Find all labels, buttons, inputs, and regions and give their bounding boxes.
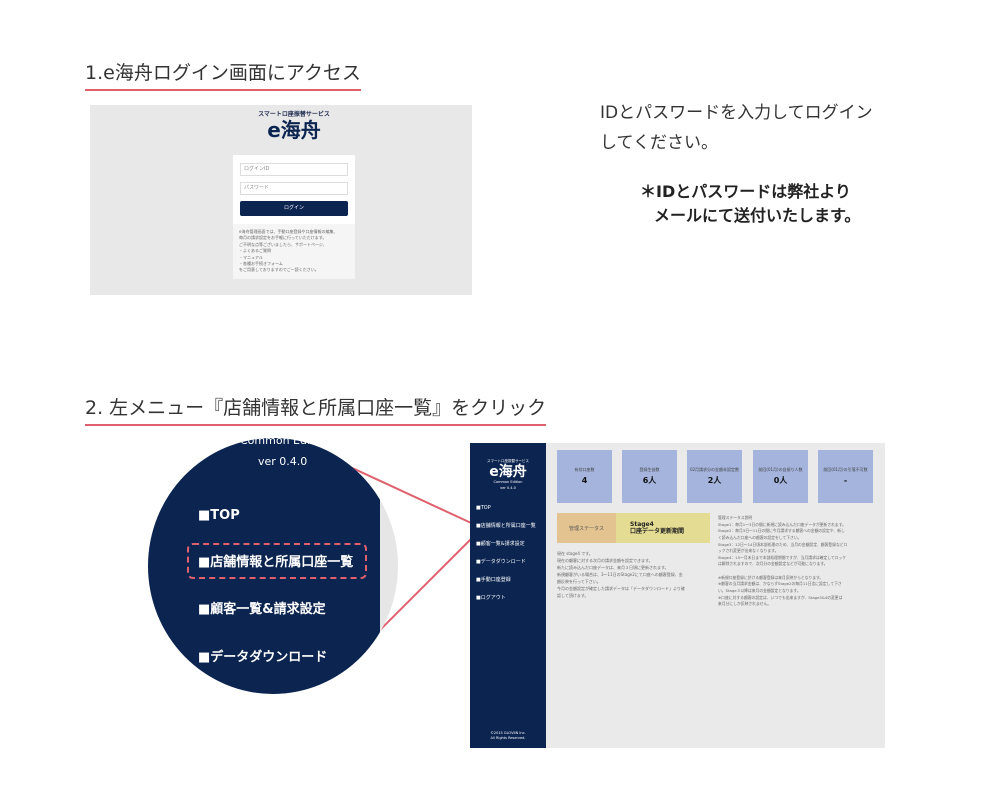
stat-card: 02月請求分の金額未設定数 2人: [687, 450, 742, 503]
text-line: 現在 stage4 です。: [557, 551, 593, 556]
text-line: ックされ変更が出来なくなります。: [718, 548, 779, 554]
note-link[interactable]: ・よくあるご質問: [239, 248, 271, 254]
text-line: ※新規口座登録に於ける顧客登録は来月反映からとなります。: [718, 574, 824, 580]
zoom-magnifier: Common Edi... ver 0.4.0 ■TOP ■店舗情報と所属口座一…: [148, 438, 398, 694]
note-line: をご用意しておりますのでご一読ください。: [239, 267, 319, 273]
connector-line-bottom: [369, 527, 483, 641]
text-line: 認して頂けます。: [557, 593, 589, 598]
step1-title: 1.e海舟ログイン画面にアクセス: [85, 58, 361, 91]
highlight-box: [187, 543, 367, 579]
text-line: 新規顧客がいる場合は、3～11日のStage2にて口座への顧客登録、金: [557, 572, 683, 577]
text-line: Stage2：毎月3日～11日の間に今月請求する顧客への金額の設定や、新し: [718, 528, 845, 534]
step2-title: 2. 左メニュー『店舗情報と所属口座一覧』をクリック: [85, 393, 547, 426]
text-line: 額反映を行って下さい。: [557, 579, 601, 584]
text-line: ※顧客の当月請求金額は、かならずStage2の毎月11日迄に設定して下さ: [718, 581, 842, 587]
text-line: は解除されますので、次月分の金額設定などが可能になります。: [718, 561, 828, 567]
sidebar-item-customers[interactable]: ■顧客一覧&請求設定: [476, 541, 525, 547]
note-line: 毎月の請求設定をお手軽に行っていただけます。: [239, 235, 327, 241]
version-label: ver 0.4.0: [258, 455, 308, 468]
login-screenshot: スマートロ座振替サービス e海舟 ログインID パスワード ログイン e海舟管理…: [90, 105, 472, 295]
text-line: 今月の金額設定が確定した請求データは「データダウンロード」より確: [557, 586, 685, 591]
menu-data-download[interactable]: ■データダウンロード: [198, 650, 328, 665]
text-line: い。Stage３以降は来月の金額設定となります。: [718, 588, 801, 594]
current-status-text: 現在 stage4 です。 現在の顧客に対する次月の請求金額を設定できます。 新…: [557, 550, 712, 599]
warning-note: ＊IDとパスワードは弊社より メールにて送付いたします。: [640, 180, 860, 228]
edition-label: Common Edi...: [240, 438, 321, 447]
logo: e海舟: [267, 117, 321, 142]
text-line: 来月分にしか反映されません。: [718, 601, 772, 607]
sidebar-logo: e海舟: [489, 464, 527, 481]
explanation-title: 管理ステータス説明: [718, 515, 753, 520]
card-label: 有効口座数: [574, 467, 595, 473]
stat-card: 有効口座数 4: [557, 450, 612, 503]
stat-card: 前回(01月)の引落不可数 -: [818, 450, 873, 503]
copyright: ©2015 GLOVIIN Inc.: [490, 730, 526, 735]
card-value: -: [843, 476, 848, 486]
sidebar: スマートロ座振替サービス e海舟 Common Edition ver 0.4.…: [470, 443, 546, 748]
card-value: 0人: [773, 476, 788, 486]
text-line: 新たに読み込んだ口座データは、来月３日頃に更新されます。: [557, 565, 669, 570]
sidebar-item-top[interactable]: ■TOP: [476, 505, 491, 511]
login-button[interactable]: ログイン: [240, 201, 348, 216]
sidebar-service: スマートロ座振替サービス: [487, 459, 529, 463]
text-line: Stage1：毎月1～3日の間に新規に読み込んだ口座データが更新されます。: [718, 521, 846, 527]
note-line: ご不明な点等ございましたら、サポートページ、: [239, 241, 327, 247]
menu-customers[interactable]: ■顧客一覧&請求設定: [198, 602, 326, 617]
login-notes: e海舟管理画面では、手動口座登録や口座情報の編集、 毎月の請求設定をお手軽に行っ…: [233, 224, 355, 279]
card-value: 4: [581, 476, 588, 486]
stat-card: 登録生徒数 6人: [622, 450, 677, 503]
note-link[interactable]: ・各種お手続きフォーム: [239, 260, 283, 266]
sidebar-item-store-info[interactable]: ■店舗情報と所属口座一覧: [476, 523, 536, 529]
sidebar-version: ver 0.4.0: [500, 485, 516, 490]
stat-card: 前回(01月)の自振り人数 0人: [753, 450, 808, 503]
sidebar-edition: Common Edition: [493, 480, 523, 485]
warning-line: ＊IDとパスワードは弊社より: [640, 182, 851, 201]
text-line: ※口座に対する顧客の設定は、いつでも出来ますが、Stage3&4の変更は: [718, 594, 843, 600]
text-line: Stage3：12日～14日頃本部処理のため、当月の金額設定、顧客登録などロ: [718, 541, 848, 547]
service-name: スマートロ座振替サービス: [258, 111, 330, 118]
text-line: Stage4：15～月末日まで本部処理期間ですが、当月請求は確定してロッケ: [718, 554, 847, 560]
menu-store-info[interactable]: ■店舗情報と所属口座一覧: [198, 555, 354, 570]
instruction-line: してください。: [600, 133, 718, 153]
sidebar-item-download[interactable]: ■データダウンロード: [476, 559, 526, 565]
login-id-input[interactable]: ログインID: [240, 163, 348, 176]
card-label: 前回(01月)の自振り人数: [758, 467, 803, 473]
note-link[interactable]: ・マニュアル: [239, 254, 263, 260]
instruction: IDとパスワードを入力してログイン してください。: [600, 98, 873, 158]
text-line: 現在の顧客に対する次月の請求金額を設定できます。: [557, 558, 653, 563]
status-stage: Stage4: [630, 520, 654, 528]
warning-line: メールにて送付いたします。: [654, 206, 861, 225]
password-input[interactable]: パスワード: [240, 182, 348, 195]
text-line: く読み込んだ口座への顧客の設定をして下さい。: [718, 534, 802, 540]
instruction-line: IDとパスワードを入力してログイン: [600, 103, 873, 123]
sidebar-menu: ■TOP ■店舗情報と所属口座一覧 ■顧客一覧&請求設定 ■データダウンロード …: [476, 505, 536, 602]
sidebar-header: スマートロ座振替サービス e海舟 Common Edition ver 0.4.…: [470, 459, 546, 491]
menu-top[interactable]: ■TOP: [198, 508, 240, 523]
card-label: 02月請求分の金額未設定数: [689, 467, 740, 473]
copyright-rights: All Rights Reserved.: [490, 736, 526, 741]
login-card: ログインID パスワード ログイン e海舟管理画面では、手動口座登録や口座情報の…: [233, 155, 355, 279]
card-label: 登録生徒数: [639, 467, 660, 473]
login-header: スマートロ座振替サービス e海舟: [233, 111, 355, 141]
dashboard-screenshot: スマートロ座振替サービス e海舟 Common Edition ver 0.4.…: [470, 443, 885, 748]
status-desc: 口座データ更新期間: [630, 528, 685, 535]
card-value: 6人: [642, 476, 657, 486]
sidebar-item-logout[interactable]: ■ログアウト: [476, 595, 506, 601]
sidebar-footer: ©2015 GLOVIIN Inc. All Rights Reserved.: [470, 731, 546, 742]
card-value: 2人: [707, 476, 722, 486]
status-explanation: 管理ステータス説明 Stage1：毎月1～3日の間に新規に読み込んだ口座データが…: [718, 515, 883, 608]
status-label: 管理ステータス: [557, 513, 616, 543]
note-line: e海舟管理画面では、手動口座登録や口座情報の編集、: [239, 229, 338, 234]
card-label: 前回(01月)の引落不可数: [823, 467, 868, 473]
login-form: ログインID パスワード ログイン: [233, 155, 355, 224]
sidebar-item-manual-register[interactable]: ■手動口座登録: [476, 577, 511, 583]
